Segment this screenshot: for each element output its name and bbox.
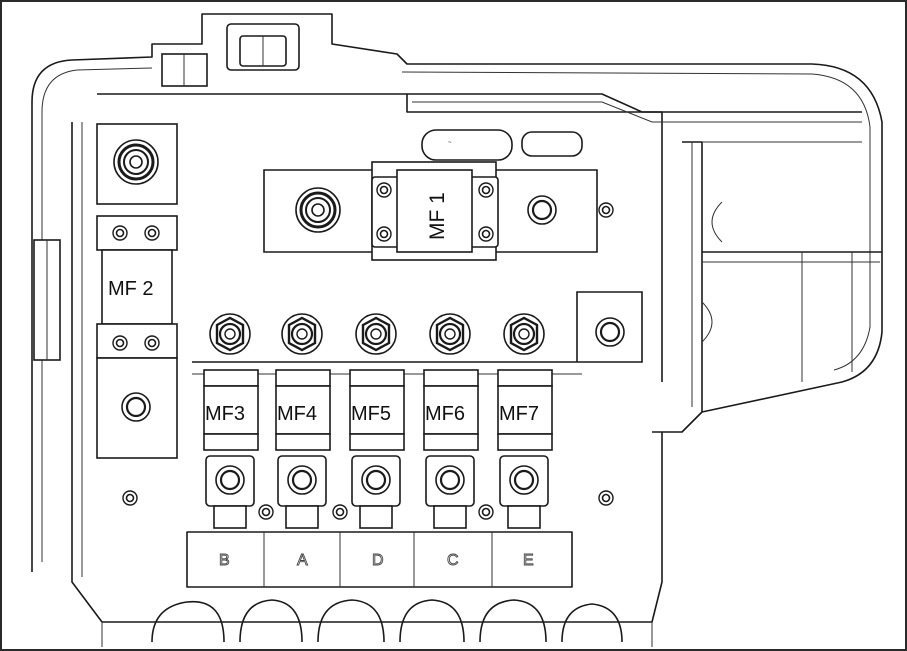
fuse-mf3-label: MF3 xyxy=(205,403,245,425)
connector-d-label: D xyxy=(372,552,384,569)
fuse-mf1-label: MF 1 xyxy=(426,192,449,240)
connector-a-label: A xyxy=(297,552,308,569)
connector-b-label: B xyxy=(219,552,230,569)
lug-marking-text: ~ xyxy=(448,140,452,146)
fuse-mf7-label: MF7 xyxy=(499,403,539,425)
fuse-mf6-label: MF6 xyxy=(425,403,465,425)
fuse-mf6: MF6 xyxy=(423,312,479,529)
fuse-mf5-label: MF5 xyxy=(351,403,391,425)
fuse-mf4: MF4 xyxy=(275,312,331,529)
fuse-mf5: MF5 xyxy=(349,312,405,529)
connector-c-label: C xyxy=(447,552,459,569)
fuse-mf2-label: MF 2 xyxy=(108,278,154,300)
fuse-mf4-label: MF4 xyxy=(277,403,317,425)
fuse-mf7: MF7 xyxy=(497,312,553,529)
fuse-mf3: MF3 xyxy=(203,312,259,529)
connector-e-label: E xyxy=(523,552,534,569)
